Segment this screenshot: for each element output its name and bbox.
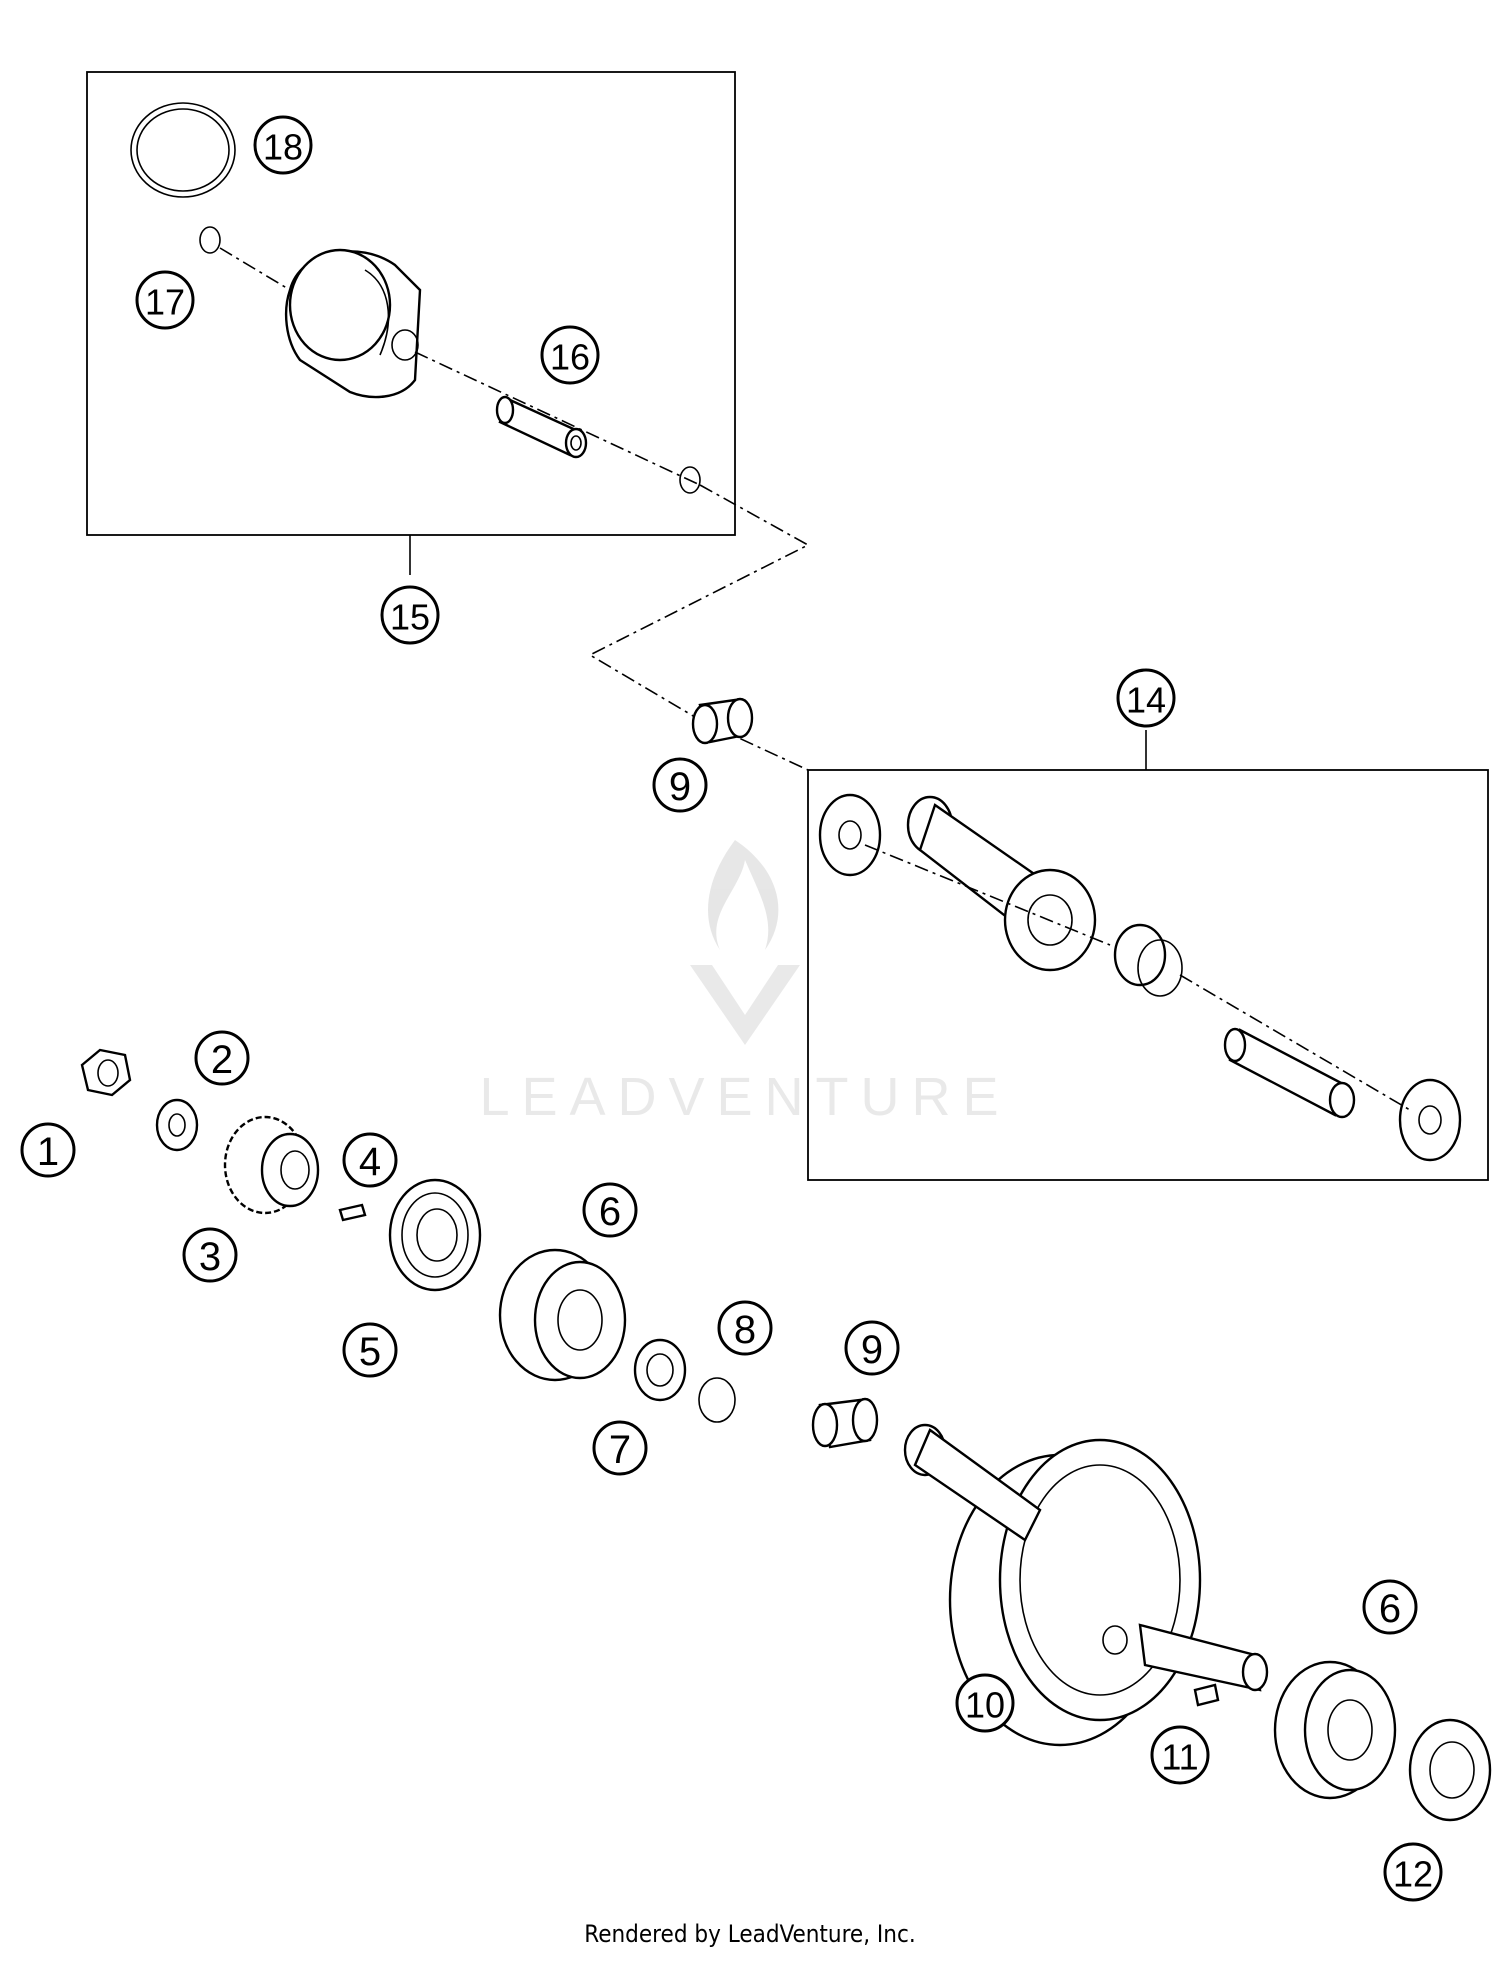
washer (155, 1098, 199, 1152)
svg-text:17: 17 (145, 282, 185, 323)
svg-text:15: 15 (390, 597, 430, 638)
callout-4: 4 (342, 1132, 398, 1188)
needle-bearing-lower (811, 1397, 879, 1449)
callout-3: 3 (182, 1227, 238, 1283)
callout-1: 1 (20, 1122, 76, 1178)
svg-text:8: 8 (734, 1308, 756, 1352)
conrod-thrust-washer-right (1398, 1078, 1462, 1162)
callout-18: 18 (253, 115, 313, 175)
connecting-rod (906, 795, 1097, 972)
svg-text:12: 12 (1393, 1854, 1433, 1895)
piston-ring (130, 102, 236, 198)
callout-9-lower: 9 (844, 1320, 900, 1376)
piston-pin (495, 395, 588, 459)
svg-text:6: 6 (1379, 1587, 1401, 1631)
watermark-text: LEADVENTURE (479, 1067, 1010, 1127)
callout-7: 7 (592, 1420, 648, 1476)
callout-12: 12 (1383, 1842, 1443, 1902)
ball-bearing-right (1273, 1660, 1397, 1800)
callout-8: 8 (717, 1300, 773, 1356)
footer-credit: Rendered by LeadVenture, Inc. (584, 1920, 916, 1948)
o-ring (698, 1377, 736, 1423)
piston-pin-circlip (199, 226, 221, 254)
piston (284, 248, 422, 399)
leadventure-watermark-logo: LEADVENTURE (479, 840, 1010, 1127)
piston-kit-frame (86, 71, 736, 536)
primary-gear (223, 1115, 320, 1215)
conrod-bearing (1113, 923, 1183, 997)
crankshaft (903, 1423, 1269, 1747)
shaft-seal-right (1408, 1718, 1492, 1822)
piston-pin-circlip-right (679, 466, 701, 494)
svg-text:16: 16 (550, 337, 590, 378)
callout-6-left: 6 (582, 1182, 638, 1238)
crankshaft-key (1193, 1683, 1220, 1707)
svg-text:10: 10 (965, 1685, 1005, 1726)
callout-17: 17 (135, 270, 195, 330)
svg-text:6: 6 (599, 1190, 621, 1234)
shim-washer (633, 1338, 687, 1402)
crank-pin (1223, 1027, 1356, 1119)
svg-text:4: 4 (359, 1140, 381, 1184)
svg-text:2: 2 (211, 1038, 233, 1082)
ball-bearing-left (498, 1248, 627, 1382)
callout-10: 10 (955, 1673, 1015, 1733)
svg-text:5: 5 (359, 1330, 381, 1374)
svg-text:18: 18 (263, 127, 303, 168)
callout-14: 14 (1116, 668, 1176, 728)
assembly-dash-line (588, 484, 810, 771)
shaft-seal (388, 1178, 482, 1292)
svg-text:9: 9 (669, 765, 691, 809)
callout-11: 11 (1150, 1725, 1210, 1785)
svg-text:9: 9 (861, 1328, 883, 1372)
conrod-thrust-washer-left (818, 793, 882, 877)
woodruff-key (338, 1203, 367, 1222)
callout-9-upper: 9 (652, 757, 708, 813)
svg-text:11: 11 (1161, 1737, 1198, 1778)
svg-text:3: 3 (199, 1235, 221, 1279)
callout-16: 16 (540, 325, 600, 385)
callout-15: 15 (380, 585, 440, 645)
needle-bearing-upper (691, 697, 754, 745)
callout-5: 5 (342, 1322, 398, 1378)
svg-text:1: 1 (37, 1130, 59, 1174)
svg-text:7: 7 (609, 1428, 631, 1472)
callout-2: 2 (194, 1030, 250, 1086)
svg-text:14: 14 (1126, 680, 1166, 721)
hex-nut (80, 1048, 132, 1097)
callout-6-right: 6 (1362, 1579, 1418, 1635)
conrod-kit-frame (807, 769, 1489, 1181)
